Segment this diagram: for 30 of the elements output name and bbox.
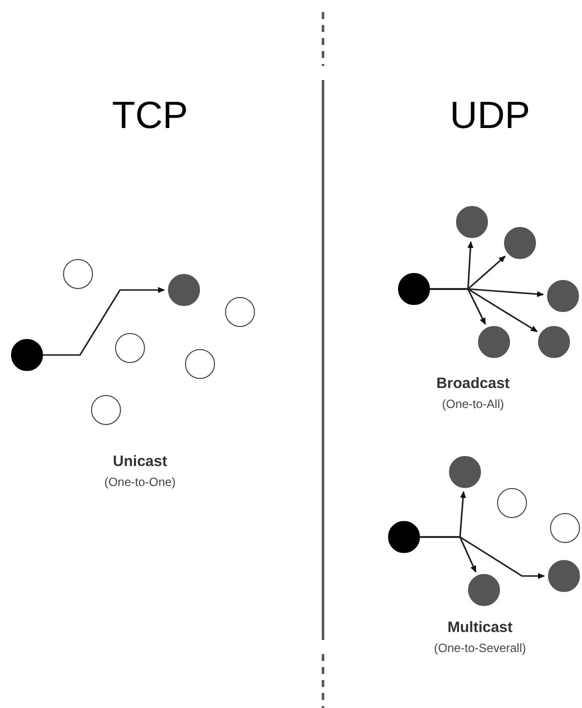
- sender-node: [398, 273, 430, 305]
- mode-description: (One-to-All): [442, 397, 504, 411]
- sender-node: [388, 521, 420, 553]
- section-heading: UDP: [450, 95, 530, 137]
- idle-node: [550, 513, 580, 543]
- sender-node: [11, 339, 43, 371]
- idle-node: [91, 395, 121, 425]
- receiver-node: [478, 326, 510, 358]
- mode-name: Unicast: [112, 453, 168, 470]
- mode-description: (One-to-Severall): [434, 641, 526, 655]
- idle-node: [497, 488, 527, 518]
- receiver-node: [538, 326, 570, 358]
- idle-node: [63, 259, 93, 289]
- receiver-node: [456, 206, 488, 238]
- mode-name: Broadcast: [436, 375, 510, 392]
- mode-name: Multicast: [448, 619, 512, 636]
- receiver-node: [468, 574, 500, 606]
- idle-node: [115, 333, 145, 363]
- arrow: [430, 288, 538, 332]
- idle-node: [225, 297, 255, 327]
- receiver-node: [547, 280, 579, 312]
- idle-node: [185, 349, 215, 379]
- arrow: [43, 287, 165, 356]
- arrow: [420, 536, 545, 579]
- receiver-node: [449, 456, 481, 488]
- section-heading: TCP: [112, 95, 188, 137]
- receiver-node: [548, 560, 580, 592]
- mode-description: (One-to-One): [104, 475, 176, 489]
- receiver-node: [504, 227, 536, 259]
- receiver-node: [168, 274, 200, 306]
